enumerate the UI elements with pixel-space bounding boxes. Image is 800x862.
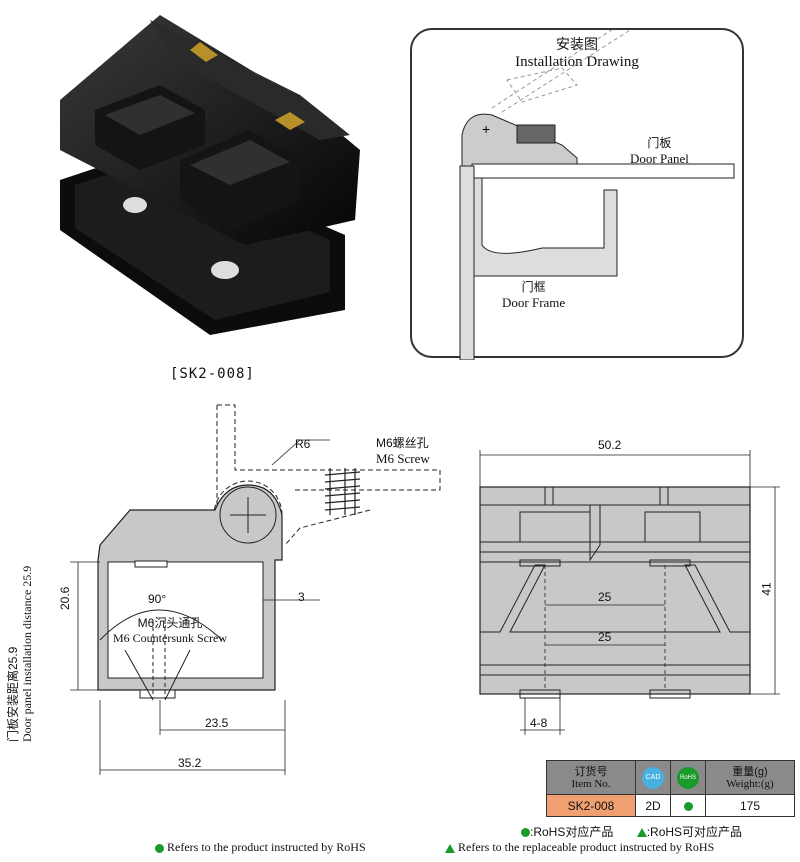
dim-4-8: 4-8 (530, 716, 548, 730)
dim-23-5: 23.5 (205, 716, 229, 730)
door-frame-label: 门框 Door Frame (502, 278, 565, 311)
footer-triangle-icon (445, 843, 455, 853)
footer-dot-icon (155, 843, 164, 853)
vertical-distance-label: 门板安装距离25.9 Door panel installation dista… (6, 542, 34, 742)
svg-text:+: + (482, 121, 490, 137)
angle-label: 90° (148, 592, 167, 606)
table-cell-rohs (670, 794, 706, 817)
installation-title-cn: 安装图 (556, 36, 598, 52)
table-cell-cad: 2D (635, 794, 671, 817)
legend-dot-icon (521, 828, 530, 838)
installation-drawing-panel: 安装图 Installation Drawing + 门板 Door Panel… (410, 28, 744, 360)
countersunk-label-en: M6 Countersunk Screw (113, 631, 227, 645)
dim-20-6: 20.6 (58, 586, 72, 610)
product-code-label: [SK2-008] (170, 366, 255, 382)
dim-41: 41 (759, 582, 774, 596)
door-frame-cn: 门框 (521, 280, 546, 294)
dim-50-2: 50.2 (598, 438, 622, 452)
installation-title: 安装图 Installation Drawing (412, 34, 742, 71)
table-header-item-cn: 订货号 (574, 765, 608, 778)
table-header-weight-en: Weight:(g) (726, 777, 774, 790)
screw-label-en: M6 Screw (376, 451, 430, 466)
legend: :RoHS对应产品 :RoHS可对应产品 (521, 823, 742, 840)
table-header-rohs: RoHS (670, 760, 706, 795)
rohs-icon: RoHS (677, 766, 699, 789)
dim-35-2: 35.2 (178, 756, 202, 770)
legend-rohs: :RoHS对应产品 (530, 825, 614, 839)
footer-note-1: Refers to the product instructed by RoHS (155, 840, 366, 855)
cad-icon: CAD (642, 766, 664, 789)
table-cell-item: SK2-008 (546, 794, 636, 817)
door-panel-cn: 门板 (647, 136, 672, 150)
door-panel-label: 门板 Door Panel (630, 134, 689, 167)
vertical-distance-en: Door panel installation distance 25.9 (20, 565, 34, 742)
dim-25-top: 25 (598, 590, 612, 604)
countersunk-label-cn: M6沉头通孔 (137, 616, 203, 630)
installation-diagram: + (459, 30, 735, 360)
legend-rohs-possible: :RoHS可对应产品 (646, 825, 743, 839)
installation-title-en: Installation Drawing (515, 54, 639, 70)
r6-label: R6 (295, 437, 311, 451)
table-header-cad: CAD (635, 760, 671, 795)
table-header-weight-cn: 重量(g) (732, 765, 768, 778)
vertical-distance-cn: 门板安装距离25.9 (6, 646, 20, 742)
door-panel-en: Door Panel (630, 151, 689, 166)
screw-label: M6螺丝孔 M6 Screw (376, 434, 430, 467)
table-header-item-en: Item No. (571, 777, 611, 790)
table-cell-weight: 175 (705, 794, 795, 817)
footer-note-2-text: Refers to the replaceable product instru… (458, 840, 715, 854)
footer-note-2: Refers to the replaceable product instru… (445, 840, 714, 855)
footer-note-1-text: Refers to the product instructed by RoHS (167, 840, 366, 854)
legend-triangle-icon (636, 828, 647, 838)
table-header-item: 订货号 Item No. (546, 760, 636, 795)
screw-label-cn: M6螺丝孔 (376, 436, 429, 450)
spec-table: 订货号 Item No. CAD RoHS 重量(g) Weight:(g) S… (546, 760, 795, 817)
door-frame-en: Door Frame (502, 295, 566, 310)
countersunk-label: M6沉头通孔 M6 Countersunk Screw (100, 614, 240, 646)
dim-3: 3 (298, 590, 305, 604)
dim-25-bottom: 25 (598, 630, 612, 644)
table-header-weight: 重量(g) Weight:(g) (705, 760, 795, 795)
rohs-dot-icon (683, 801, 693, 811)
